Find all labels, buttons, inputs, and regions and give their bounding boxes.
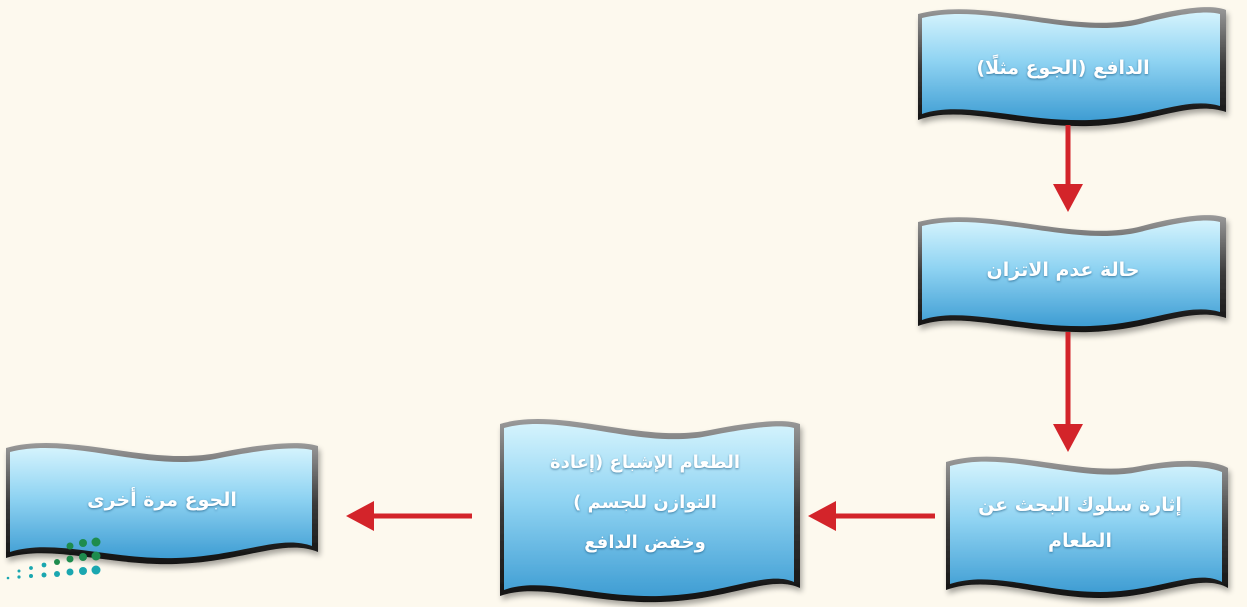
- node-hunger-again-label: الجوع مرة أخرى: [87, 489, 237, 511]
- node-hunger-again: [6, 443, 318, 565]
- node-imbalance: [918, 215, 1226, 333]
- node-motive-label: الدافع (الجوع مثلًا): [976, 57, 1150, 79]
- node-satiation-label: الطعام الإشباع (إعادة التوازن للجسم ) وخ…: [549, 451, 741, 553]
- arrow-satiation-to-hunger: [346, 501, 472, 531]
- arrow-search-to-satiation: [808, 501, 935, 531]
- node-search-label: إثارة سلوك البحث عن الطعام: [978, 494, 1182, 552]
- arrow-motive-to-imbalance: [1053, 125, 1083, 212]
- node-search: [946, 456, 1228, 598]
- arrow-imbalance-to-search: [1053, 332, 1083, 452]
- ministry-logo-dots-icon: [6, 537, 101, 580]
- node-motive: [918, 7, 1226, 127]
- node-imbalance-label: حالة عدم الاتزان: [986, 259, 1140, 281]
- node-satiation: [500, 419, 800, 603]
